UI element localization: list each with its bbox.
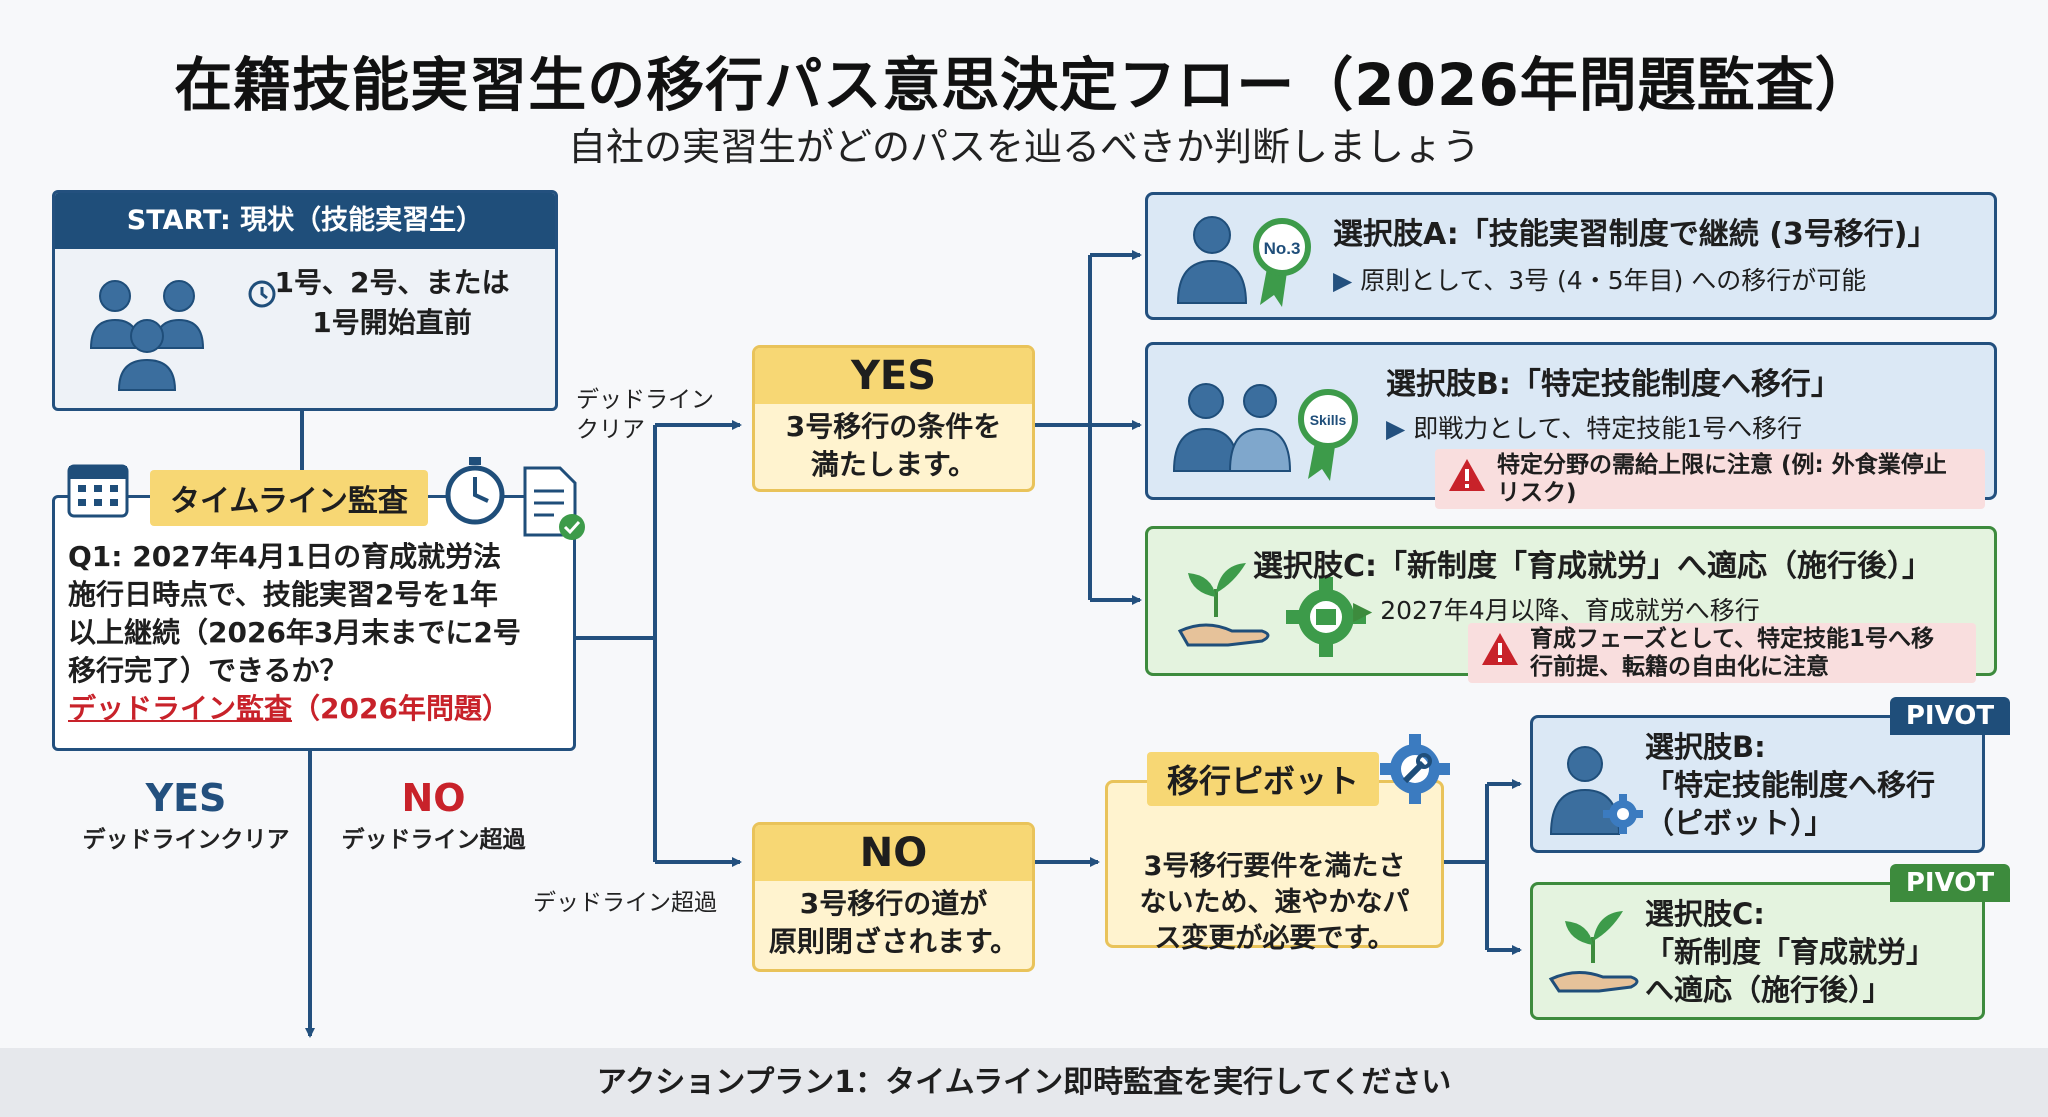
side-label-yes-line2: クリア bbox=[576, 417, 645, 443]
seedling-gear-icon bbox=[1177, 563, 1366, 657]
option-c-warning: 育成フェーズとして、特定技能1号へ移 行前提、転籍の自由化に注意 bbox=[1468, 623, 1976, 683]
option-b-warning-line2: リスク) bbox=[1497, 480, 1577, 506]
option-a-box: No.3 選択肢A:「技能実習制度で継続 (3号移行)」 ▶ 原則として、3号 … bbox=[1145, 192, 1997, 320]
pivot-box: 3号移行要件を満たさ ないため、速やかなパ ス変更が必要です。 bbox=[1105, 780, 1444, 954]
pivot-option-b-line2: 「特定技能制度へ移行 bbox=[1645, 768, 1936, 802]
page-subtitle: 自社の実習生がどのパスを辿るべきか判断しましょう bbox=[567, 125, 1480, 169]
pivot-text: 3号移行要件を満たさ ないため、速やかなパ ス変更が必要です。 bbox=[1108, 849, 1441, 957]
trainees-icon bbox=[89, 280, 205, 391]
option-b-title: 選択肢B:「特定技能制度へ移行」 bbox=[1386, 367, 1841, 402]
warning-icon bbox=[1482, 633, 1518, 665]
option-c-warning-line2: 行前提、転籍の自由化に注意 bbox=[1530, 654, 1829, 680]
yes-box-line1: 3号移行の条件を bbox=[785, 410, 1002, 443]
yes-box-line2: 満たします。 bbox=[810, 448, 977, 481]
option-c-title: 選択肢C:「新制度「育成就労」へ適応（施行後）」 bbox=[1253, 549, 1933, 584]
start-status-line2: 1号開始直前 bbox=[312, 306, 472, 339]
branch-yes: YES デッドラインクリア bbox=[66, 776, 306, 854]
side-label-yes-line1: デッドライン bbox=[576, 387, 714, 413]
action-plan-banner: アクションプラン1：タイムライン即時監査を実行してください bbox=[0, 1048, 2048, 1117]
start-box: START: 現状（技能実習生） 1号、2号、または 1号開始直前 bbox=[52, 190, 558, 411]
document-check-icon bbox=[523, 466, 585, 540]
question-line: 以上継続（2026年3月末までに2号 bbox=[68, 616, 521, 649]
branch-no: NO デッドライン超過 bbox=[326, 776, 541, 854]
question-line: 移行完了）できるか？ bbox=[68, 654, 348, 687]
workers-skills-icon: Skills bbox=[1172, 383, 1358, 481]
yes-box: YES 3号移行の条件を 満たします。 bbox=[752, 345, 1035, 492]
option-b-box: Skills 選択肢B:「特定技能制度へ移行」 ▶ 即戦力として、特定技能1号へ… bbox=[1145, 342, 1997, 509]
option-b-warning-line1: 特定分野の需給上限に注意 (例: 外食業停止 bbox=[1497, 452, 1947, 478]
option-b-desc-text: 即戦力として、特定技能1号へ移行 bbox=[1413, 414, 1803, 443]
pivot-option-c-line1: 選択肢C: bbox=[1645, 897, 1765, 931]
warning-icon bbox=[1449, 459, 1485, 491]
pivot-option-c-line3: へ適応（施行後）」 bbox=[1645, 973, 1892, 1007]
branch-no-sub: デッドライン超過 bbox=[341, 827, 526, 853]
timeline-question: Q1: 2027年4月1日の育成就労法 施行日時点で、技能実習2号を1年 以上継… bbox=[68, 538, 558, 728]
yes-box-title: YES bbox=[755, 348, 1032, 404]
side-label-no: デッドライン超過 bbox=[533, 890, 717, 916]
pivot-line3: ス変更が必要です。 bbox=[1154, 923, 1395, 954]
pivot-tag-b: PIVOT bbox=[1890, 697, 2010, 735]
medal-label: No.3 bbox=[1264, 239, 1301, 258]
branch-yes-sub: デッドラインクリア bbox=[82, 827, 290, 853]
pivot-option-b-line3: （ピボット）」 bbox=[1645, 806, 1834, 840]
pivot-option-b-text: 選択肢B: 「特定技能制度へ移行 （ピボット）」 bbox=[1645, 728, 1935, 842]
no-box-text: 3号移行の道が 原則閉ざされます。 bbox=[755, 885, 1032, 961]
option-c-desc-text: 2027年4月以降、育成就労へ移行 bbox=[1380, 596, 1760, 625]
option-a-desc-text: 原則として、3号 (4・5年目) への移行が可能 bbox=[1360, 266, 1867, 295]
start-status: 1号、2号、または 1号開始直前 bbox=[237, 263, 547, 343]
no-box: NO 3号移行の道が 原則閉ざされます。 bbox=[752, 822, 1035, 972]
option-a-title: 選択肢A:「技能実習制度で継続 (3号移行)」 bbox=[1333, 217, 1938, 252]
wrench-gear-icon bbox=[1380, 734, 1450, 804]
worker-gear-icon bbox=[1549, 746, 1643, 835]
timeline-audit-label: タイムライン監査 bbox=[150, 470, 428, 526]
option-b-desc: ▶ 即戦力として、特定技能1号へ移行 bbox=[1386, 414, 1803, 443]
no-box-title: NO bbox=[755, 825, 1032, 881]
option-c-desc: ▶ 2027年4月以降、育成就労へ移行 bbox=[1353, 596, 1760, 625]
seedling-hand-icon bbox=[1548, 911, 1639, 993]
pivot-option-c-box: 選択肢C: 「新制度「育成就労」 へ適応（施行後）」 bbox=[1530, 882, 1985, 1020]
option-b-warning: 特定分野の需給上限に注意 (例: 外食業停止 リスク) bbox=[1435, 449, 1985, 509]
page-title: 在籍技能実習生の移行パス意思決定フロー（2026年問題監査） bbox=[174, 51, 1874, 119]
pivot-line1: 3号移行要件を満たさ bbox=[1143, 851, 1406, 882]
branch-yes-label: YES bbox=[145, 776, 227, 820]
pivot-label: 移行ピボット bbox=[1147, 752, 1380, 806]
pivot-option-b-box: 選択肢B: 「特定技能制度へ移行 （ピボット）」 bbox=[1530, 715, 1985, 853]
branch-no-label: NO bbox=[401, 776, 466, 820]
worker-medal-icon: No.3 bbox=[1176, 216, 1311, 307]
option-c-warning-line1: 育成フェーズとして、特定技能1号へ移 bbox=[1530, 626, 1935, 652]
start-status-line1: 1号、2号、または bbox=[274, 266, 510, 299]
side-label-yes: デッドライン クリア bbox=[576, 385, 714, 445]
question-line: Q1: 2027年4月1日の育成就労法 bbox=[68, 540, 502, 573]
pivot-option-c-line2: 「新制度「育成就労」 bbox=[1645, 935, 1936, 969]
deadline-audit-label: デッドライン監査 bbox=[68, 692, 293, 725]
yes-box-text: 3号移行の条件を 満たします。 bbox=[755, 408, 1032, 484]
deadline-year-label: （2026年問題） bbox=[292, 692, 510, 725]
clock-icon bbox=[248, 280, 276, 308]
skills-label: Skills bbox=[1310, 412, 1347, 428]
question-line: 施行日時点で、技能実習2号を1年 bbox=[68, 578, 498, 611]
pivot-option-b-line1: 選択肢B: bbox=[1645, 730, 1766, 764]
pivot-option-c-text: 選択肢C: 「新制度「育成就労」 へ適応（施行後）」 bbox=[1645, 895, 1935, 1009]
option-c-box: 選択肢C:「新制度「育成就労」へ適応（施行後）」 ▶ 2027年4月以降、育成就… bbox=[1145, 526, 1997, 683]
start-heading: START: 現状（技能実習生） bbox=[55, 193, 555, 249]
calendar-icon bbox=[67, 464, 129, 518]
pivot-tag-c: PIVOT bbox=[1890, 864, 2010, 902]
pivot-line2: ないため、速やかなパ bbox=[1139, 887, 1410, 918]
stopwatch-icon bbox=[445, 457, 505, 525]
no-box-line1: 3号移行の道が bbox=[799, 887, 988, 920]
option-a-desc: ▶ 原則として、3号 (4・5年目) への移行が可能 bbox=[1333, 266, 1867, 295]
no-box-line2: 原則閉ざされます。 bbox=[768, 925, 1019, 958]
